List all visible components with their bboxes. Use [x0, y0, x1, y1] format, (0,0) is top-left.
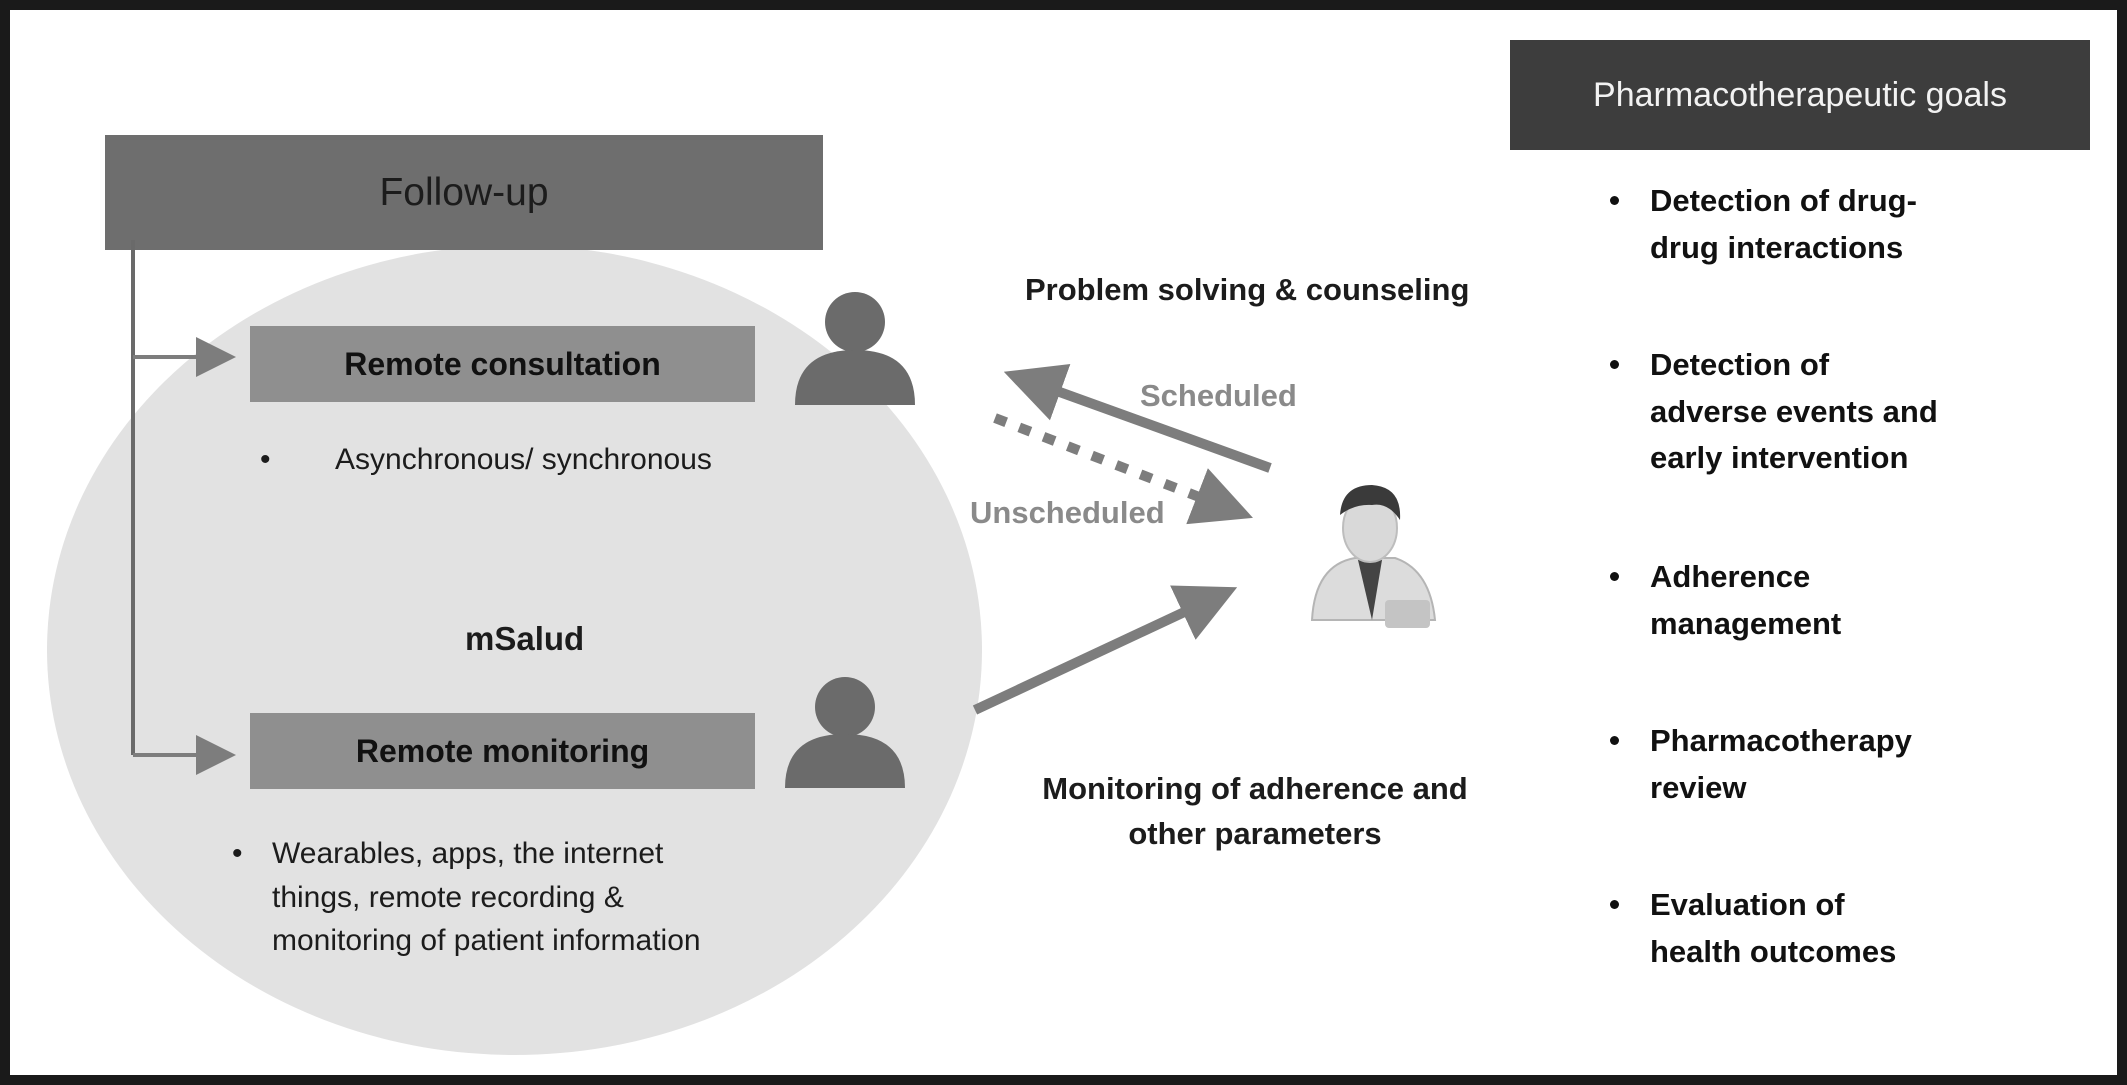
remote-consultation-label: Remote consultation [344, 345, 661, 382]
bullet-dot [1610, 736, 1619, 745]
unscheduled-arrow [993, 413, 1253, 525]
goal-line: health outcomes [1650, 933, 1897, 969]
bullet-dot [1610, 900, 1619, 909]
remote-monitoring-box: Remote monitoring [250, 713, 755, 789]
bullet-dot: • [260, 443, 271, 476]
unscheduled-label: Unscheduled [970, 495, 1165, 530]
goal-item: Pharmacotherapy review [1610, 718, 2090, 811]
goal-item: Detection of drug- drug interactions [1610, 178, 2090, 271]
patient-icon [785, 677, 905, 788]
goal-line: Adherence [1650, 559, 1811, 594]
goals-header: Pharmacotherapeutic goals [1510, 40, 2090, 150]
consultation-detail: Asynchronous/ synchronous [335, 443, 712, 476]
goal-line: Pharmacotherapy [1650, 723, 1912, 758]
msalud-label: mSalud [465, 620, 585, 657]
goal-line: Detection of drug- [1650, 183, 1917, 218]
monitoring-detail-line: things, remote recording & [272, 880, 624, 914]
bullet-dot [1610, 572, 1619, 581]
goal-item: Detection of adverse events and early in… [1610, 342, 2090, 482]
scheduled-label: Scheduled [1140, 378, 1297, 413]
monitoring-detail-line: monitoring of patient information [272, 924, 701, 957]
goal-line: Evaluation of [1650, 887, 1845, 922]
goal-line: management [1650, 605, 1842, 641]
monitoring-detail: Wearables, apps, the internet things, re… [272, 832, 701, 963]
goals-title: Pharmacotherapeutic goals [1593, 75, 2007, 114]
problem-solving-label: Problem solving & counseling [1025, 272, 1470, 307]
goal-line: review [1650, 769, 1747, 805]
scheduled-arrow [1003, 363, 1272, 473]
bullet-dot [1610, 196, 1619, 205]
bullet-dot: • [232, 837, 243, 870]
pharmacist-icon [1310, 485, 1437, 628]
monitoring-adherence-line: Monitoring of adherence and [1042, 771, 1468, 806]
goal-item: Adherence management [1610, 554, 2090, 647]
remote-consultation-box: Remote consultation [250, 326, 755, 402]
followup-title: Follow-up [379, 170, 549, 214]
goal-line: adverse events and [1650, 393, 1938, 429]
goal-line: Detection of [1650, 347, 1830, 382]
followup-header: Follow-up [105, 135, 823, 250]
monitoring-adherence-line: other parameters [1128, 815, 1382, 851]
monitoring-arrow [972, 585, 1238, 715]
patient-icon [795, 292, 915, 405]
goal-item: Evaluation of health outcomes [1610, 882, 2090, 975]
connector-lines [131, 240, 1437, 788]
goal-line: early intervention [1650, 440, 1909, 475]
remote-monitoring-label: Remote monitoring [355, 732, 650, 769]
bullet-dot [1610, 360, 1619, 369]
monitoring-detail-line: Wearables, apps, the internet [272, 837, 664, 870]
monitoring-adherence-label: Monitoring of adherence and other parame… [1020, 767, 1490, 857]
goal-line: drug interactions [1650, 229, 1904, 265]
